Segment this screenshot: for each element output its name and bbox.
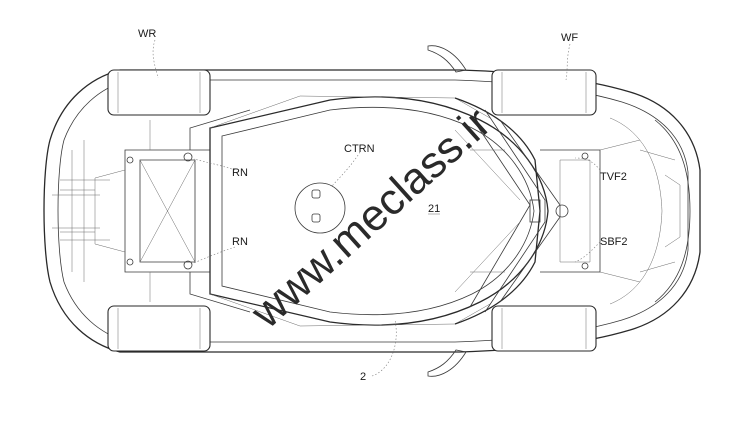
label-ctrn: CTRN [344, 143, 375, 155]
rear-left-wheel [107, 69, 211, 116]
rear-subframe [60, 109, 251, 313]
label-rn-top: RN [232, 167, 248, 179]
front-right-wheel [491, 305, 597, 352]
front-frame [454, 97, 641, 325]
label-rn-bottom: RN [232, 236, 248, 248]
center-tunnel-element [294, 182, 346, 234]
label-21: 21 [428, 203, 440, 215]
watermark-text: www.meclass.ir [241, 98, 500, 338]
rear-right-wheel [107, 305, 211, 352]
label-tvf2: TVF2 [600, 171, 627, 183]
leader-lines [152, 39, 601, 377]
label-wf: WF [561, 32, 578, 44]
central-monocoque [209, 95, 549, 327]
front-left-wheel [491, 69, 597, 116]
label-wr: WR [138, 28, 156, 40]
label-2: 2 [360, 371, 366, 383]
label-sbf2: SBF2 [600, 236, 628, 248]
